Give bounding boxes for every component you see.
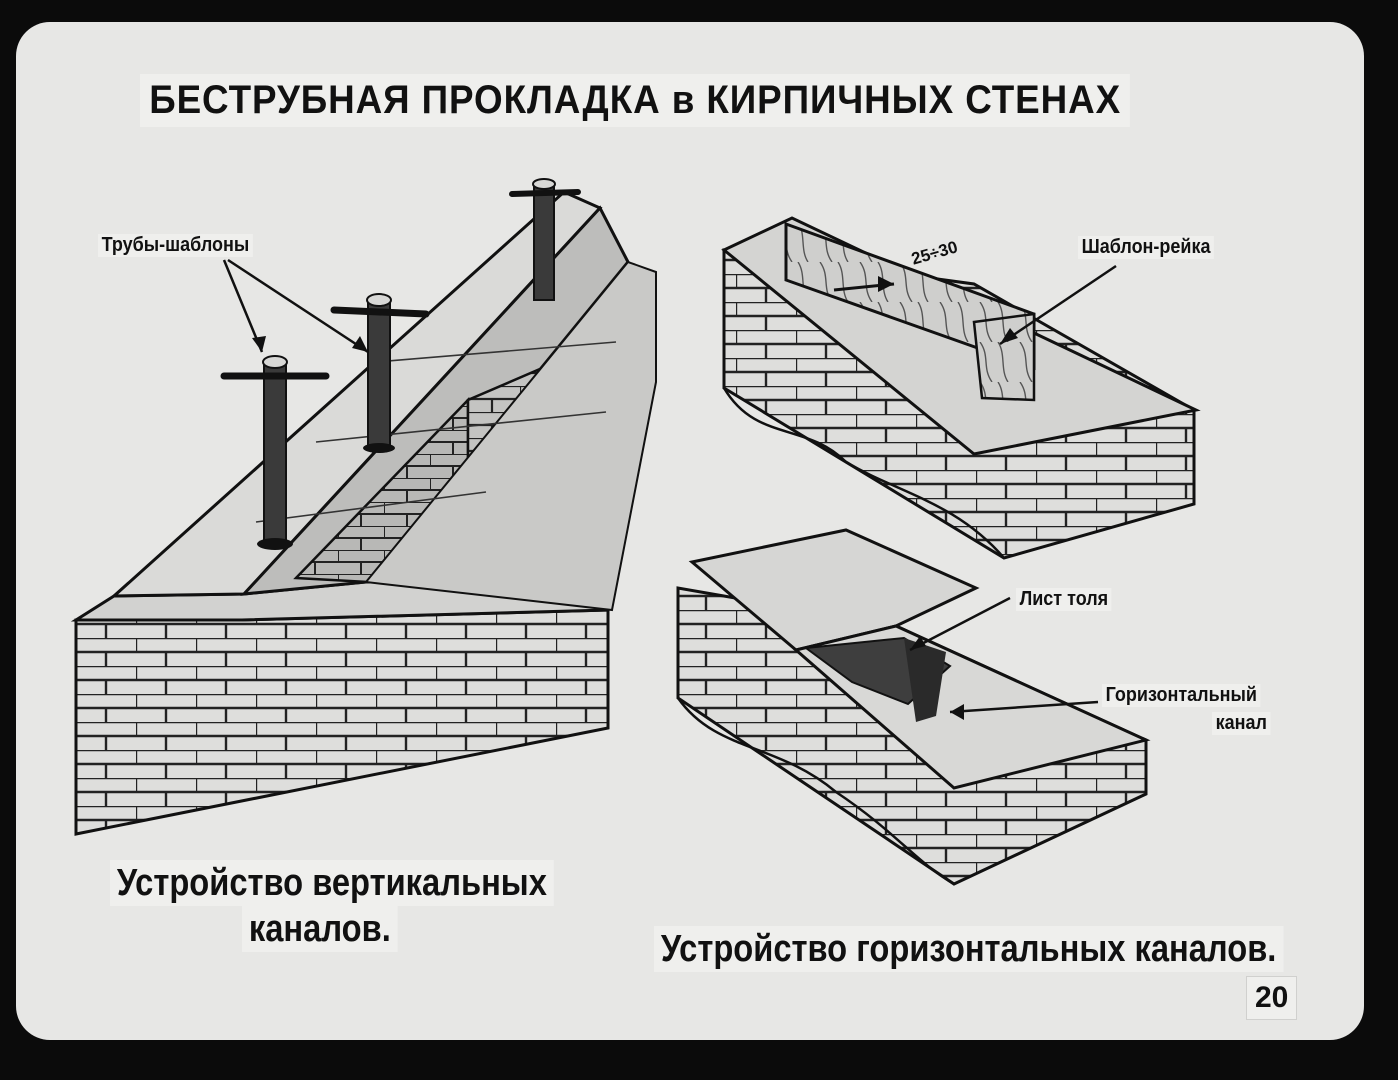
label-template-pipes: Трубы-шаблоны: [98, 234, 253, 257]
label-tar-sheet: Лист толя: [1016, 588, 1112, 611]
label-horizontal-channel-line1: Горизонтальный: [1102, 684, 1261, 707]
horizontal-channel-wall: [676, 528, 1151, 886]
caption-horizontal: Устройство горизонтальных каналов.: [654, 926, 1284, 972]
label-horizontal-channel-line2: канал: [1212, 712, 1271, 735]
label-template-rail: Шаблон-рейка: [1078, 236, 1215, 259]
vertical-channel-wall: [70, 190, 657, 836]
rail-wall: [721, 216, 1201, 560]
page-number: 20: [1246, 976, 1298, 1020]
slide: БЕСТРУБНАЯ ПРОКЛАДКА в КИРПИЧНЫХ СТЕНАХ …: [16, 22, 1364, 1040]
caption-vertical-line2: каналов.: [242, 906, 398, 952]
template-pipes: [220, 178, 581, 550]
illustration: [70, 178, 1201, 886]
caption-vertical-line1: Устройство вертикальных: [110, 860, 554, 906]
page-title: БЕСТРУБНАЯ ПРОКЛАДКА в КИРПИЧНЫХ СТЕНАХ: [140, 74, 1131, 127]
